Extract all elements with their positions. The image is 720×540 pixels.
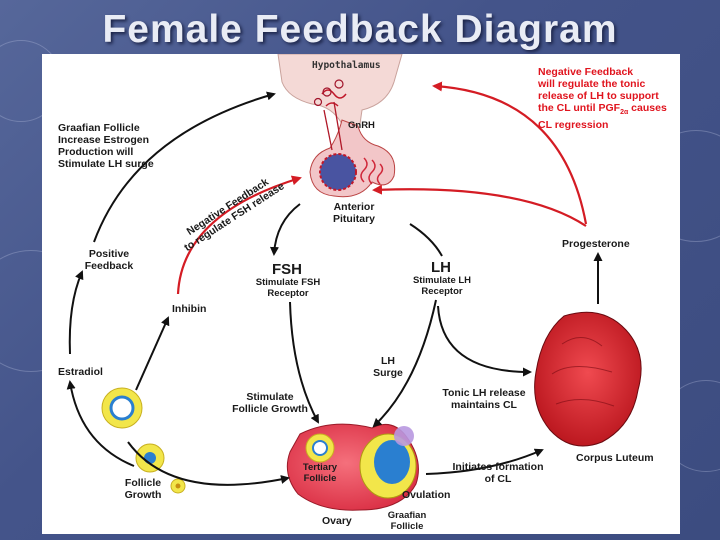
label-tonic-lh-release: Tonic LH release maintains CL xyxy=(442,387,526,411)
label-fsh-sub: Stimulate FSH Receptor xyxy=(255,277,321,299)
label-fsh: FSH xyxy=(272,261,302,278)
follicle-illustrations xyxy=(101,387,186,494)
arrow-pituitary-to-fsh xyxy=(269,203,301,256)
label-stimulate-follicle-growth: Stimulate Follicle Growth xyxy=(232,391,308,415)
label-estradiol: Estradiol xyxy=(58,366,103,378)
label-anterior-pituitary: Anterior Pituitary xyxy=(332,201,375,225)
label-initiates-cl: Initiates formation of CL xyxy=(452,461,544,485)
arrow-pituitary-to-lh xyxy=(409,223,443,257)
arrow-ovary-to-cl xyxy=(425,448,544,475)
label-graafian-note: Graafian Follicle Increase Estrogen Prod… xyxy=(58,122,154,170)
arrow-inhibin-negative-feedback xyxy=(176,175,302,295)
arrow-positive-feedback xyxy=(93,91,276,243)
arrow-lh-to-ovary xyxy=(372,299,437,428)
label-hypothalamus: Hypothalamus xyxy=(312,60,381,71)
arrow-follicle-to-inhibin xyxy=(135,316,170,391)
diagram-canvas xyxy=(66,54,642,511)
label-lh-sub: Stimulate LH Receptor xyxy=(412,275,472,297)
label-tertiary-follicle: Tertiary Follicle xyxy=(302,462,338,484)
diagram-panel: Hypothalamus GnRH Anterior Pituitary FSH… xyxy=(42,54,680,534)
arrow-follicle-to-estradiol xyxy=(66,380,135,467)
hypothalamus-pituitary-illustration xyxy=(277,54,403,198)
label-positive-feedback: Positive Feedback xyxy=(84,248,134,272)
corpus-luteum-illustration xyxy=(534,311,642,447)
label-ovary: Ovary xyxy=(322,515,352,527)
label-follicle-growth: Follicle Growth xyxy=(124,477,162,501)
arrow-progesterone-to-hypothalamus xyxy=(432,81,588,225)
ovary-illustration xyxy=(286,423,419,511)
slide-title: Female Feedback Diagram xyxy=(102,8,618,51)
arrow-growth-to-ovary xyxy=(127,441,290,486)
label-gnrh: GnRH xyxy=(348,120,375,131)
label-ovulation: Ovulation xyxy=(402,489,451,501)
arrow-estradiol-to-positive xyxy=(68,270,84,355)
label-lh: LH xyxy=(431,259,451,276)
arrow-lh-to-cl xyxy=(437,305,532,377)
label-graafian-follicle: Graafian Follicle xyxy=(387,510,427,532)
arrow-progesterone-to-pituitary xyxy=(372,184,587,227)
label-inhibin: Inhibin xyxy=(172,303,207,315)
label-lh-surge: LH Surge xyxy=(373,355,403,379)
label-corpus-luteum: Corpus Luteum xyxy=(576,452,654,464)
label-negative-feedback-tonic: Negative Feedback will regulate the toni… xyxy=(538,66,667,132)
arrow-fsh-to-ovary xyxy=(289,301,319,424)
label-progesterone: Progesterone xyxy=(562,238,630,250)
